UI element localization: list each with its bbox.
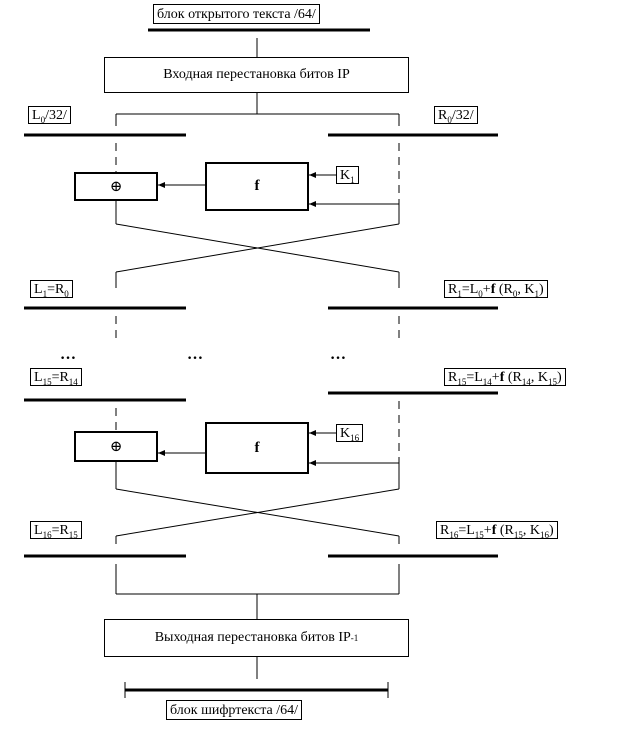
r1-args-mid: , K [517, 282, 535, 297]
r16-label: R16=L15+f (R15, K16) [436, 521, 558, 540]
xor-box-round16: ⊕ [74, 431, 158, 462]
plaintext-block-label: блок открытого текста /64/ [153, 4, 320, 24]
l15-label: L15=R14 [30, 368, 82, 387]
r15-args-mid: , K [530, 370, 548, 385]
l15-a-sub: 15 [42, 376, 52, 387]
r1-args-close: ) [539, 282, 544, 297]
r15-a: R [448, 370, 458, 385]
f-function-box-round16: f [205, 422, 309, 474]
r0-size: /32/ [451, 108, 474, 123]
l16-a-sub: 16 [42, 529, 52, 540]
plaintext-block-text: блок открытого текста /64/ [157, 7, 316, 22]
xor-icon: ⊕ [109, 439, 123, 455]
ellipsis-left: … [60, 346, 79, 363]
ciphertext-block-text: блок шифртекста /64/ [170, 703, 299, 718]
r15-a-sub: 15 [457, 376, 467, 387]
k16-sub: 16 [350, 432, 360, 443]
r16-b-sub: 15 [474, 529, 484, 540]
l0-sub: 0 [40, 114, 46, 125]
r16-eq: =L [458, 523, 475, 538]
r15-args-open: (R [504, 370, 522, 385]
f-function-label: f [254, 178, 260, 194]
r0-letter: R [438, 108, 448, 123]
final-permutation-sup: -1 [350, 633, 359, 643]
r15-args-sub1: 14 [521, 376, 531, 387]
r16-f: f [491, 523, 497, 538]
r1-args-sub2: 1 [534, 288, 540, 299]
r1-args-sub1: 0 [512, 288, 518, 299]
ellipsis-right: … [330, 346, 349, 363]
f-function-label: f [254, 439, 260, 456]
r0-sub: 0 [447, 114, 452, 125]
l15-b-sub: 14 [68, 376, 78, 387]
r1-eq: =L [461, 282, 479, 297]
r15-f: f [499, 370, 505, 385]
r16-args-sub2: 16 [540, 529, 549, 540]
l0-letter: L [32, 108, 41, 123]
r1-b-sub: 0 [478, 288, 483, 299]
l15-a: L [34, 370, 43, 385]
l1-a: L [34, 282, 43, 297]
final-permutation-box: Выходная перестановка битов IP-1 [104, 619, 409, 657]
l0-label: L0/32/ [28, 106, 71, 125]
r1-plus: + [482, 282, 491, 297]
f-function-box-round1: f [205, 162, 309, 211]
r15-plus: + [491, 370, 500, 385]
r16-args-mid: , K [522, 523, 540, 538]
l1-a-sub: 1 [42, 288, 48, 299]
k16-letter: K [340, 426, 351, 441]
r1-f: f [490, 282, 496, 297]
r15-args-sub2: 15 [548, 376, 557, 387]
r16-a: R [440, 523, 450, 538]
xor-icon: ⊕ [109, 179, 123, 195]
final-permutation-label: Выходная перестановка битов IP [154, 630, 351, 645]
key-k1: K1 [336, 166, 359, 185]
l1-b-sub: 0 [64, 288, 69, 299]
r15-args-close: ) [557, 370, 562, 385]
r1-args-open: (R [495, 282, 513, 297]
r16-plus: + [483, 523, 492, 538]
xor-box-round1: ⊕ [74, 172, 158, 201]
l1-eq: =R [47, 282, 65, 297]
l16-a: L [34, 523, 43, 538]
r1-a-sub: 1 [457, 288, 462, 299]
r16-a-sub: 16 [449, 529, 459, 540]
r15-eq: =L [466, 370, 483, 385]
initial-permutation-box: Входная перестановка битов IP [104, 57, 409, 93]
r15-b-sub: 14 [482, 376, 492, 387]
k1-letter: K [340, 168, 351, 183]
l16-label: L16=R15 [30, 521, 82, 540]
r16-args-sub1: 15 [513, 529, 523, 540]
ciphertext-block-label: блок шифртекста /64/ [166, 700, 303, 720]
key-k16: K16 [336, 424, 364, 443]
ellipsis-center: … [187, 346, 206, 363]
r16-args-close: ) [549, 523, 554, 538]
r16-args-open: (R [496, 523, 514, 538]
r1-label: R1=L0+f (R0, K1) [444, 280, 548, 299]
r1-a: R [448, 282, 458, 297]
r0-label: R0/32/ [434, 106, 478, 125]
l0-size: /32/ [45, 108, 67, 123]
initial-permutation-label: Входная перестановка битов IP [163, 67, 350, 82]
l1-label: L1=R0 [30, 280, 73, 299]
l16-eq: =R [51, 523, 69, 538]
r15-label: R15=L14+f (R14, K15) [444, 368, 566, 387]
k1-sub: 1 [350, 174, 355, 185]
l16-b-sub: 15 [68, 529, 78, 540]
l15-eq: =R [51, 370, 69, 385]
